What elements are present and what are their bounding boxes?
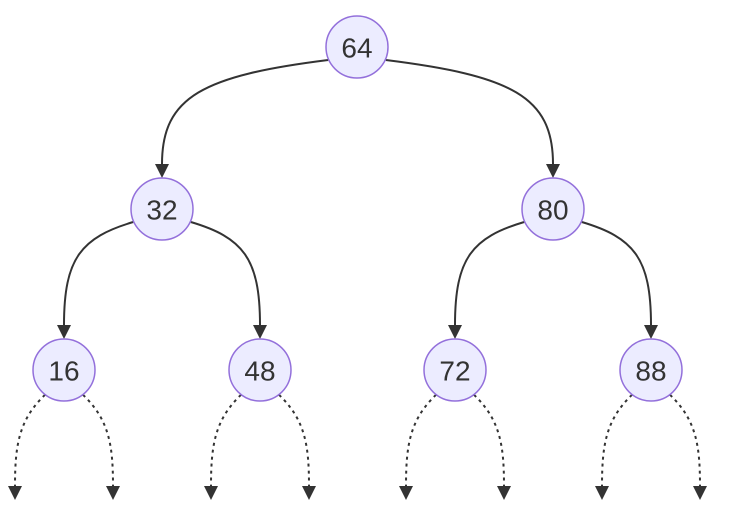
arrowhead-80-to-72	[448, 325, 462, 339]
edge-64-to-32	[161, 59, 329, 165]
dashed-edge-48-left	[210, 394, 242, 487]
tree-node-48: 48	[228, 338, 292, 402]
dashed-arrowhead-88-left	[595, 486, 609, 500]
arrowhead-32-to-48	[253, 325, 267, 339]
edge-32-to-48	[190, 221, 261, 326]
arrowhead-80-to-88	[644, 325, 658, 339]
tree-node-64: 64	[325, 15, 389, 79]
edge-64-to-80	[385, 59, 554, 165]
edge-80-to-88	[581, 221, 652, 326]
dashed-arrowhead-88-right	[693, 486, 707, 500]
tree-node-32: 32	[130, 177, 194, 241]
edge-80-to-72	[454, 221, 525, 326]
tree-node-88: 88	[619, 338, 683, 402]
node-circle-80	[521, 177, 585, 241]
dashed-arrowhead-72-right	[497, 486, 511, 500]
node-circle-48	[228, 338, 292, 402]
node-label-32: 32	[146, 195, 177, 226]
node-label-48: 48	[244, 356, 275, 387]
dashed-arrowhead-16-right	[106, 486, 120, 500]
nodes-layer: 64 32 80 16 48 72 88	[32, 15, 683, 402]
node-label-80: 80	[537, 195, 568, 226]
dashed-arrowhead-16-left	[8, 486, 22, 500]
dashed-edge-88-left	[601, 394, 633, 487]
dashed-arrowhead-72-left	[399, 486, 413, 500]
dashed-edge-48-right	[278, 394, 310, 487]
dashed-edge-72-left	[405, 394, 437, 487]
dashed-edge-16-left	[14, 394, 46, 487]
node-label-72: 72	[439, 356, 470, 387]
node-circle-64	[325, 15, 389, 79]
arrowhead-32-to-16	[57, 325, 71, 339]
edge-32-to-16	[63, 221, 134, 326]
node-circle-32	[130, 177, 194, 241]
dashed-arrowhead-48-left	[204, 486, 218, 500]
node-label-88: 88	[635, 356, 666, 387]
tree-node-16: 16	[32, 338, 96, 402]
dashed-edge-16-right	[82, 394, 114, 487]
node-circle-16	[32, 338, 96, 402]
node-circle-72	[423, 338, 487, 402]
dashed-edge-88-right	[669, 394, 701, 487]
dashed-arrowhead-48-right	[302, 486, 316, 500]
node-label-16: 16	[48, 356, 79, 387]
tree-node-72: 72	[423, 338, 487, 402]
dashed-edge-72-right	[473, 394, 505, 487]
node-label-64: 64	[341, 33, 372, 64]
node-circle-88	[619, 338, 683, 402]
arrowhead-64-to-80	[546, 164, 560, 178]
edges-layer	[8, 59, 707, 500]
arrowhead-64-to-32	[155, 164, 169, 178]
tree-node-80: 80	[521, 177, 585, 241]
